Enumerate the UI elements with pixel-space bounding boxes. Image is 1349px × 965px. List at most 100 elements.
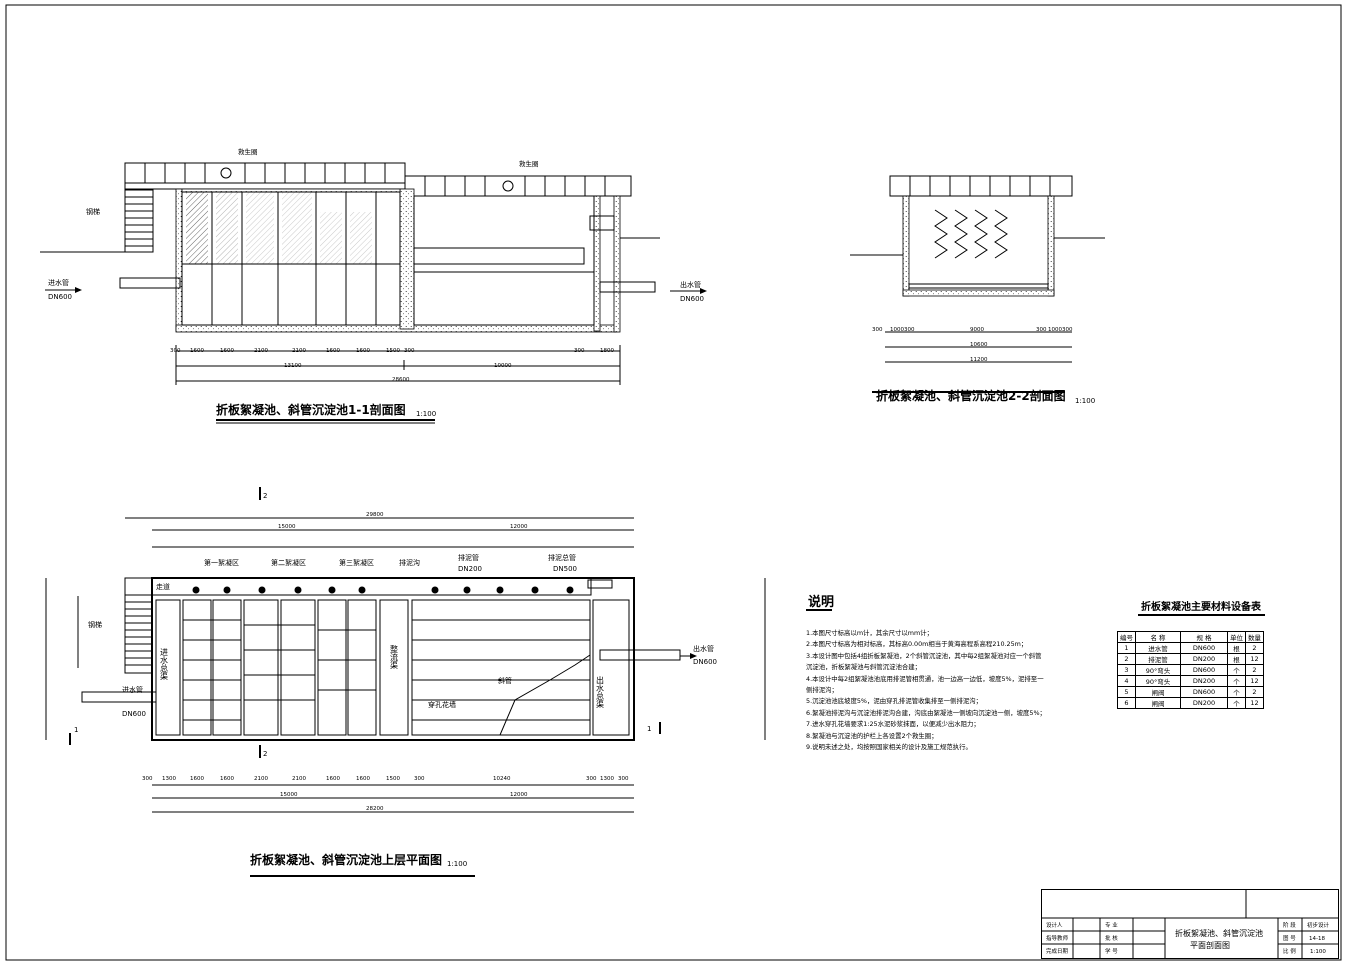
tb-k2: 图 号: [1283, 934, 1296, 942]
materials-cell: 4: [1117, 675, 1136, 687]
walkway-label: 走道: [156, 582, 170, 591]
materials-cell: 5: [1117, 686, 1136, 698]
svg-text:1600: 1600: [326, 776, 340, 782]
svg-text:15000: 15000: [280, 792, 298, 798]
svg-text:300: 300: [574, 348, 585, 354]
materials-cell: DN200: [1180, 653, 1228, 665]
svg-text:300: 300: [1062, 327, 1073, 333]
svg-text:28200: 28200: [366, 806, 384, 812]
svg-text:10240: 10240: [493, 776, 511, 782]
ladder-label-1: 钢梯: [86, 207, 100, 216]
outlet-label-1: 出水管: [680, 280, 701, 289]
tb-v3: 1:100: [1310, 949, 1326, 955]
section-2-2-scale: 1:100: [1075, 397, 1095, 405]
section-1-1: [40, 162, 707, 424]
section-1-1-scale: 1:100: [416, 410, 436, 418]
materials-cell: 根: [1227, 642, 1246, 654]
svg-text:300: 300: [872, 327, 883, 333]
section-2-2-dims: 300 1000 300 9000 300 1000 300 10600 112…: [872, 327, 1073, 363]
materials-cell: 3: [1117, 664, 1136, 676]
svg-text:1600: 1600: [326, 348, 340, 354]
tb-student-no: 学 号: [1105, 947, 1118, 955]
materials-cell: 个: [1227, 675, 1246, 687]
materials-cell: 2: [1245, 664, 1264, 676]
materials-cell: 12: [1245, 675, 1264, 687]
svg-text:15000: 15000: [278, 524, 296, 530]
materials-cell: 6: [1117, 697, 1136, 709]
svg-text:2100: 2100: [292, 776, 306, 782]
note-item: 8.絮凝池与沉淀池的护栏上各设置2个救生圈；: [806, 731, 938, 740]
tb-k3: 比 例: [1283, 947, 1296, 955]
railing-left: [124, 162, 406, 190]
svg-text:1000: 1000: [1048, 327, 1062, 333]
outlet-dn-1: DN600: [680, 295, 704, 303]
svg-text:10000: 10000: [494, 363, 512, 369]
zone3-label: 第三絮凝区: [339, 558, 374, 567]
tb-drawing-name-1: 折板絮凝池、斜管沉淀池: [1175, 928, 1263, 938]
plan-scale: 1:100: [447, 860, 467, 868]
tank-walls: [175, 188, 621, 333]
zone2-label: 第二絮凝区: [271, 558, 306, 567]
materials-cell: 个: [1227, 697, 1246, 709]
svg-text:1600: 1600: [220, 776, 234, 782]
note-item: 7.进水穿孔花墙要求1:25水泥砂浆抹面，以便减少出水阻力；: [806, 720, 980, 729]
materials-cell: 2: [1117, 653, 1136, 665]
svg-text:300: 300: [618, 776, 629, 782]
svg-text:1300: 1300: [600, 776, 614, 782]
tb-v2: 14-18: [1309, 936, 1325, 942]
svg-text:300: 300: [904, 327, 915, 333]
note-item: 3.本设计图中包括4组折板絮凝池，2个斜管沉淀池，其中每2组絮凝池对应一个斜管: [806, 651, 1042, 660]
svg-text:1000: 1000: [890, 327, 904, 333]
sludge-main-dn: DN500: [553, 565, 577, 573]
svg-text:2100: 2100: [292, 348, 306, 354]
note-item: 侧排泥沟；: [806, 686, 838, 695]
inlet-pipe-1: [119, 277, 181, 289]
note-item: 1.本图尺寸标高以m计，其余尺寸以mm计；: [806, 629, 934, 637]
materials-cell: 闸阀: [1135, 686, 1181, 698]
sed-tank: [413, 195, 615, 326]
railing-right: [404, 175, 632, 197]
section-1-1-dims: 300 1600 1600 2100 2100 1600 1600 1500 3…: [170, 348, 614, 383]
materials-cell: 90°弯头: [1135, 675, 1181, 687]
svg-text:1600: 1600: [190, 348, 204, 354]
tb-k1: 阶 段: [1283, 921, 1296, 929]
tb-date: 完成日期: [1046, 947, 1069, 955]
svg-text:10600: 10600: [970, 342, 988, 348]
sheet-border: [5, 4, 1342, 961]
materials-cell: 闸阀: [1135, 697, 1181, 709]
plan-inlet-dn: DN600: [122, 710, 146, 718]
notes-title: 说明: [808, 594, 834, 610]
zone1-label: 第一絮凝区: [204, 558, 239, 567]
th-unit: 单位: [1227, 631, 1246, 643]
inlet-label-1: 进水管: [48, 278, 69, 287]
tubes-label: 斜管: [498, 676, 512, 685]
sludge-main-label: 排泥总管: [548, 553, 576, 562]
svg-text:1600: 1600: [356, 348, 370, 354]
svg-text:300: 300: [404, 348, 415, 354]
svg-text:1300: 1300: [162, 776, 176, 782]
svg-text:1600: 1600: [356, 776, 370, 782]
svg-text:12000: 12000: [510, 524, 528, 530]
svg-text:1500: 1500: [386, 776, 400, 782]
materials-cell: 根: [1227, 653, 1246, 665]
th-qty: 数量: [1245, 631, 1264, 643]
materials-cell: 个: [1227, 664, 1246, 676]
th-spec: 规 格: [1180, 631, 1228, 643]
svg-text:300: 300: [1036, 327, 1047, 333]
lifebuoy-label-2: 救生圈: [519, 159, 539, 168]
svg-text:2100: 2100: [254, 348, 268, 354]
outlet-channel-label: 出水总渠: [596, 675, 605, 709]
ladder-label-2: 钢梯: [88, 620, 102, 629]
svg-text:1600: 1600: [190, 776, 204, 782]
tb-v1: 初步设计: [1307, 921, 1330, 929]
svg-text:29800: 29800: [366, 512, 384, 518]
svg-text:1500: 1500: [386, 348, 400, 354]
tb-approve: 批 核: [1105, 934, 1118, 942]
notes-list: 1.本图尺寸标高以m计，其余尺寸以mm计；2.本图尺寸标高为相对标高，其标高0.…: [806, 628, 1086, 753]
